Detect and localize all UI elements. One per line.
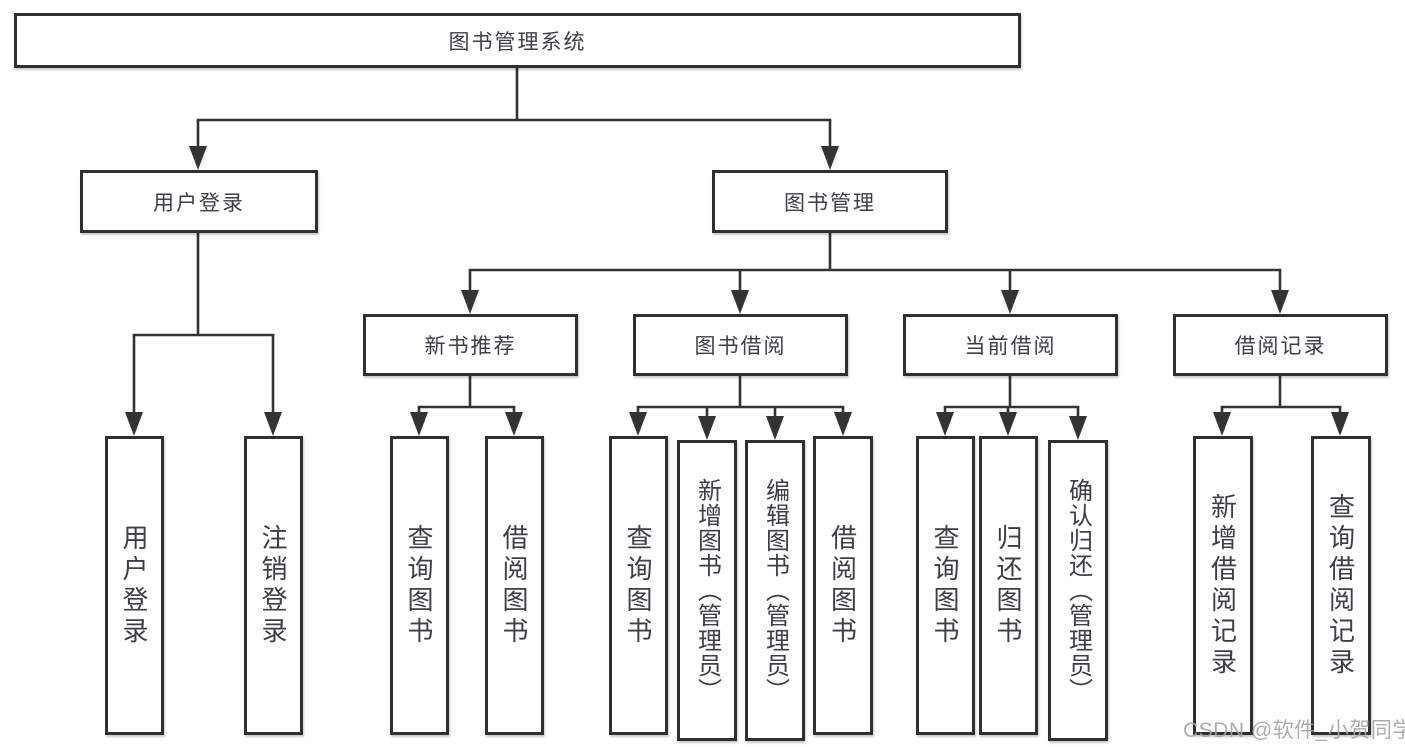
leaf-add-borrow-record: 新增借阅记录	[1193, 436, 1253, 735]
arrowhead-icons	[125, 146, 1349, 440]
leaf-add-book-admin-label: 新增图书（管理员）	[693, 478, 721, 703]
node-user-login-label: 用户登录	[153, 191, 245, 215]
leaf-query-book-borrow-label: 查询图书	[623, 523, 653, 648]
leaf-borrow-book-recommend: 借阅图书	[485, 436, 544, 735]
node-book-borrow: 图书借阅	[633, 314, 848, 376]
leaf-query-book-recommend-label: 查询图书	[404, 523, 434, 648]
leaf-user-login: 用户登录	[105, 436, 164, 735]
node-root-label: 图书管理系统	[448, 30, 587, 54]
leaf-query-book-borrow: 查询图书	[609, 436, 668, 735]
leaf-return-book: 归还图书	[979, 436, 1038, 735]
leaf-edit-book-admin-label: 编辑图书（管理员）	[761, 478, 789, 703]
leaf-return-book-label: 归还图书	[993, 523, 1023, 648]
leaf-add-book-admin: 新增图书（管理员）	[677, 440, 737, 741]
leaf-confirm-return-admin-label: 确认归还（管理员）	[1064, 478, 1092, 703]
node-root: 图书管理系统	[14, 13, 1021, 68]
node-current-borrow: 当前借阅	[903, 314, 1118, 376]
leaf-borrow-book-label: 借阅图书	[827, 523, 858, 648]
node-new-book-recommend-label: 新书推荐	[424, 335, 517, 358]
leaf-user-login-label: 用户登录	[119, 523, 149, 648]
leaf-logout-label: 注销登录	[258, 523, 288, 648]
leaf-logout: 注销登录	[244, 436, 303, 735]
leaf-query-borrow-record-label: 查询借阅记录	[1325, 492, 1356, 679]
watermark: CSDN @软件_小贺同学	[1183, 719, 1405, 742]
leaf-add-borrow-record-label: 新增借阅记录	[1207, 492, 1238, 679]
node-book-borrow-label: 图书借阅	[694, 335, 787, 358]
leaf-query-book-recommend: 查询图书	[390, 436, 449, 735]
node-borrow-records: 借阅记录	[1173, 314, 1388, 376]
leaf-query-book-current-label: 查询图书	[930, 523, 960, 648]
leaf-query-book-current: 查询图书	[916, 436, 975, 735]
leaf-query-borrow-record: 查询借阅记录	[1311, 436, 1371, 735]
leaf-edit-book-admin: 编辑图书（管理员）	[745, 440, 805, 741]
node-user-login: 用户登录	[80, 170, 318, 233]
leaf-borrow-book: 借阅图书	[813, 436, 873, 735]
node-book-management: 图书管理	[712, 170, 948, 233]
leaf-confirm-return-admin: 确认归还（管理员）	[1048, 440, 1108, 741]
leaf-borrow-book-recommend-label: 借阅图书	[499, 523, 529, 648]
node-current-borrow-label: 当前借阅	[964, 335, 1057, 358]
node-book-management-label: 图书管理	[784, 191, 876, 215]
node-borrow-records-label: 借阅记录	[1234, 335, 1327, 358]
node-new-book-recommend: 新书推荐	[363, 314, 578, 376]
